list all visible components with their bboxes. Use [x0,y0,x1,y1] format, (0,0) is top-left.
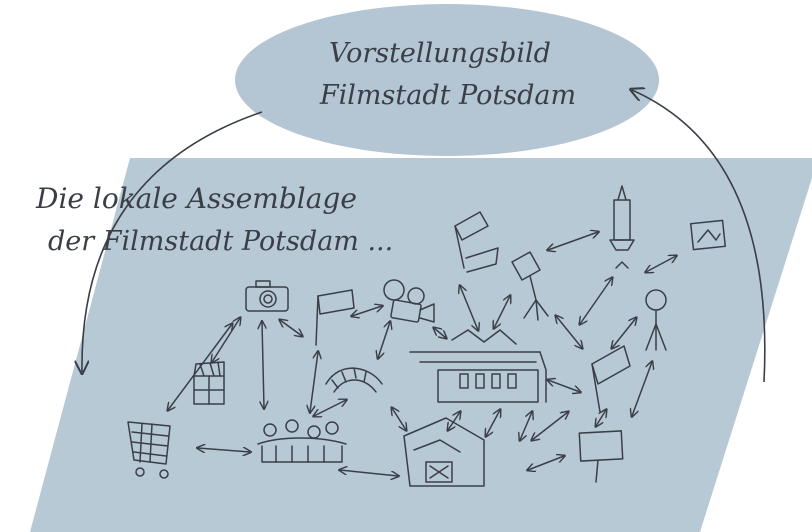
assemblage-line-1: Die lokale Assemblage [35,182,357,215]
bubble-line-2: Filmstadt Potsdam [319,80,576,111]
bubble-line-1: Vorstellungsbild [329,38,551,69]
assemblage-line-2: der Filmstadt Potsdam ... [48,226,393,257]
